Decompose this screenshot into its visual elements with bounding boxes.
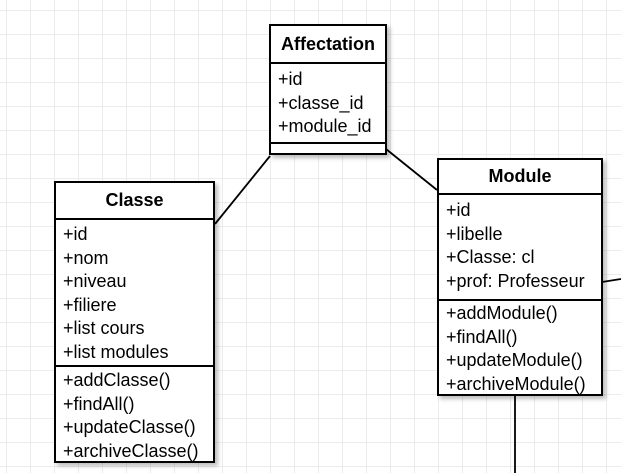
- edge-module-offscreen-right[interactable]: [601, 278, 621, 283]
- method-row[interactable]: +archiveModule(): [446, 373, 586, 394]
- attribute-row[interactable]: +classe_id: [278, 92, 364, 113]
- method-row[interactable]: +updateClasse(): [63, 417, 196, 437]
- class-module-title: Module: [488, 166, 552, 186]
- class-affectation-attributes: +id +classe_id +module_id: [271, 62, 385, 142]
- attribute-row[interactable]: +nom: [63, 247, 109, 268]
- class-classe[interactable]: Classe +id +nom +niveau +filiere +list cours…: [54, 181, 215, 463]
- attribute-row[interactable]: +Classe: cl: [446, 247, 535, 267]
- class-classe-attributes: +id +nom +niveau +filiere +list cours +list m…: [56, 218, 213, 365]
- class-module[interactable]: Module +id +libelle +Classe: cl +prof: Prof…: [437, 158, 603, 396]
- attribute-row[interactable]: +list modules: [63, 341, 169, 362]
- attribute-row[interactable]: +libelle: [446, 223, 503, 244]
- method-row[interactable]: +findAll(): [446, 326, 518, 347]
- class-affectation-title: Affectation: [281, 33, 375, 54]
- method-row[interactable]: +addClasse(): [63, 370, 171, 390]
- class-affectation[interactable]: Affectation +id +classe_id +module_id: [269, 24, 387, 155]
- class-classe-methods: +addClasse() +findAll() +updateClasse() +ar…: [56, 365, 213, 461]
- method-row[interactable]: +addModule(): [446, 303, 558, 323]
- attribute-row[interactable]: +id: [63, 224, 88, 244]
- attribute-row[interactable]: +prof: Professeur: [446, 270, 585, 291]
- method-row[interactable]: +archiveClasse(): [63, 440, 199, 461]
- class-module-methods: +addModule() +findAll() +updateModule() +ar…: [439, 299, 601, 394]
- attribute-row[interactable]: +list cours: [63, 318, 145, 338]
- attribute-row[interactable]: +id: [278, 69, 303, 89]
- class-classe-title: Classe: [105, 190, 164, 210]
- method-row[interactable]: +findAll(): [63, 393, 135, 414]
- class-affectation-methods: [271, 142, 385, 153]
- attribute-row[interactable]: +module_id: [278, 116, 372, 136]
- edge-affectation-classe[interactable]: [214, 155, 271, 225]
- class-module-attributes: +id +libelle +Classe: cl +prof: Professeur: [439, 193, 601, 299]
- attribute-row[interactable]: +niveau: [63, 271, 127, 291]
- method-row[interactable]: +updateModule(): [446, 350, 583, 370]
- edge-affectation-module[interactable]: [385, 148, 438, 191]
- attribute-row[interactable]: +id: [446, 200, 471, 220]
- attribute-row[interactable]: +filiere: [63, 294, 117, 315]
